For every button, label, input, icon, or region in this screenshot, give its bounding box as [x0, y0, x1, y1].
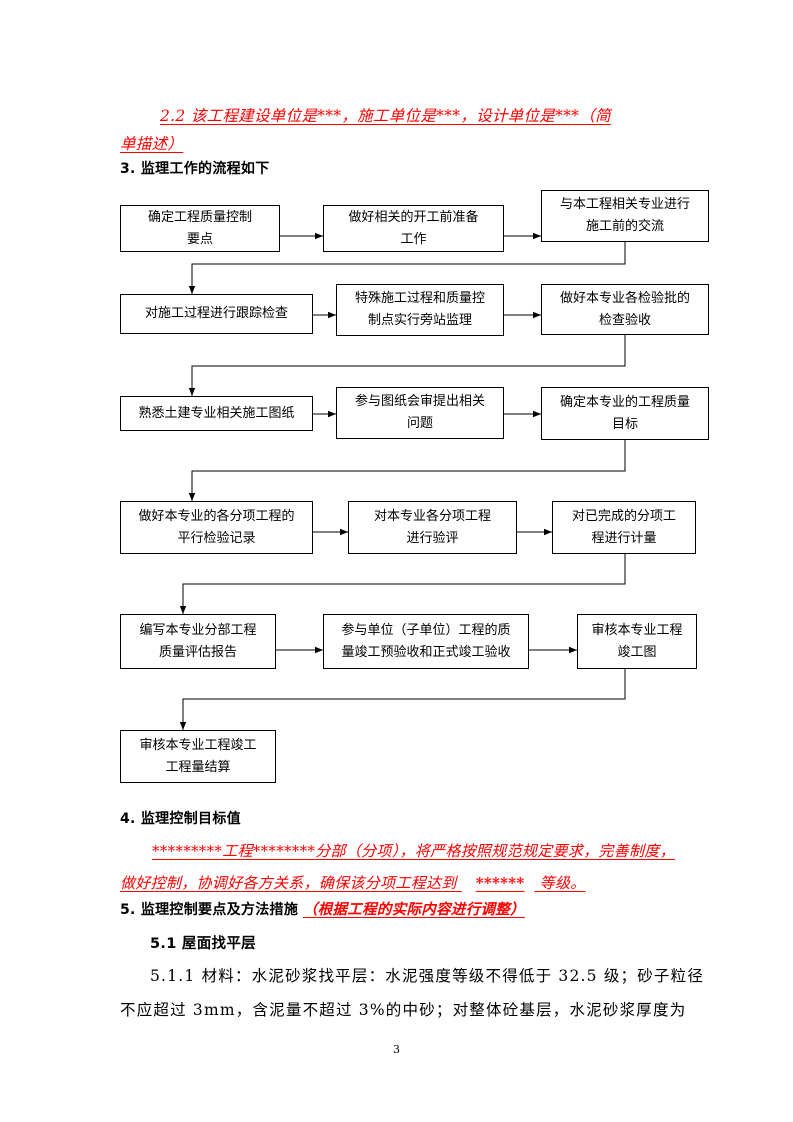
flow-box-pre-construction-exchange: 与本工程相关专业进行 施工前的交流 [541, 190, 709, 242]
section-4-line2-end: 等级。 [539, 874, 586, 892]
section-4-heading: 4. 监理控制目标值 [120, 811, 241, 827]
flow-box-parallel-inspection-record: 做好本专业的各分项工程的 平行检验记录 [120, 501, 313, 554]
flow-box-subitem-evaluation: 对本专业各分项工程 进行验评 [348, 501, 517, 554]
section-4-line2: 做好控制，协调好各方关系，确保该分项工程达到 ****** 等级。 [120, 872, 586, 893]
flow-box-metering: 对已完成的分项工 程进行计量 [552, 501, 696, 554]
flow-box-as-built-drawings: 审核本专业工程 竣工图 [577, 614, 697, 669]
section-5-heading-row: 5. 监理控制要点及方法措施 （根据工程的实际内容进行调整） [120, 898, 525, 919]
section-2-2-line2: 单描述） [120, 135, 184, 153]
flow-box-assessment-report: 编写本专业分部工程 质量评估报告 [120, 614, 276, 669]
section-2-2-line1: 2.2 该工程建设单位是***，施工单位是***，设计单位是***（简 [160, 107, 611, 125]
flow-box-side-station-supervision: 特殊施工过程和质量控 制点实行旁站监理 [336, 284, 504, 336]
flow-box-pre-construction-prep: 做好相关的开工前准备 工作 [323, 205, 504, 252]
section-4-line1: *********工程********分部（分项），将严格按照规范规定要求，完善… [152, 842, 675, 860]
section-5-1-1-line1: 5.1.1 材料：水泥砂浆找平层：水泥强度等级不得低于 32.5 级；砂子粒径 [150, 967, 705, 985]
flow-box-quantity-settlement: 审核本专业工程竣工 工程量结算 [120, 730, 276, 783]
section-5-heading-note: （根据工程的实际内容进行调整） [302, 901, 525, 918]
section-5-heading: 5. 监理控制要点及方法措施 [120, 902, 299, 918]
section-5-1-heading: 5.1 屋面找平层 [150, 936, 256, 952]
flow-box-quality-control-points: 确定工程质量控制 要点 [120, 205, 280, 252]
flow-box-quality-target: 确定本专业的工程质量 目标 [541, 387, 709, 440]
section-4-line2-stars: ****** [475, 874, 525, 892]
section-4-line2-text: 做好控制，协调好各方关系，确保该分项工程达到 [120, 874, 457, 892]
flow-box-track-inspection: 对施工过程进行跟踪检查 [120, 294, 313, 334]
section-3-heading: 3. 监理工作的流程如下 [120, 161, 270, 177]
page-number: 3 [393, 1043, 400, 1056]
flow-box-drawing-review: 参与图纸会审提出相关 问题 [336, 387, 504, 439]
flow-box-familiarize-drawings: 熟悉土建专业相关施工图纸 [120, 396, 313, 431]
flow-box-inspection-batch-acceptance: 做好本专业各检验批的 检查验收 [541, 284, 709, 335]
flow-box-completion-acceptance: 参与单位（子单位）工程的质 量竣工预验收和正式竣工验收 [323, 614, 529, 669]
section-5-1-1-line2: 不应超过 3mm，含泥量不超过 3%的中砂；对整体砼基层，水泥砂浆厚度为 [120, 1001, 687, 1019]
